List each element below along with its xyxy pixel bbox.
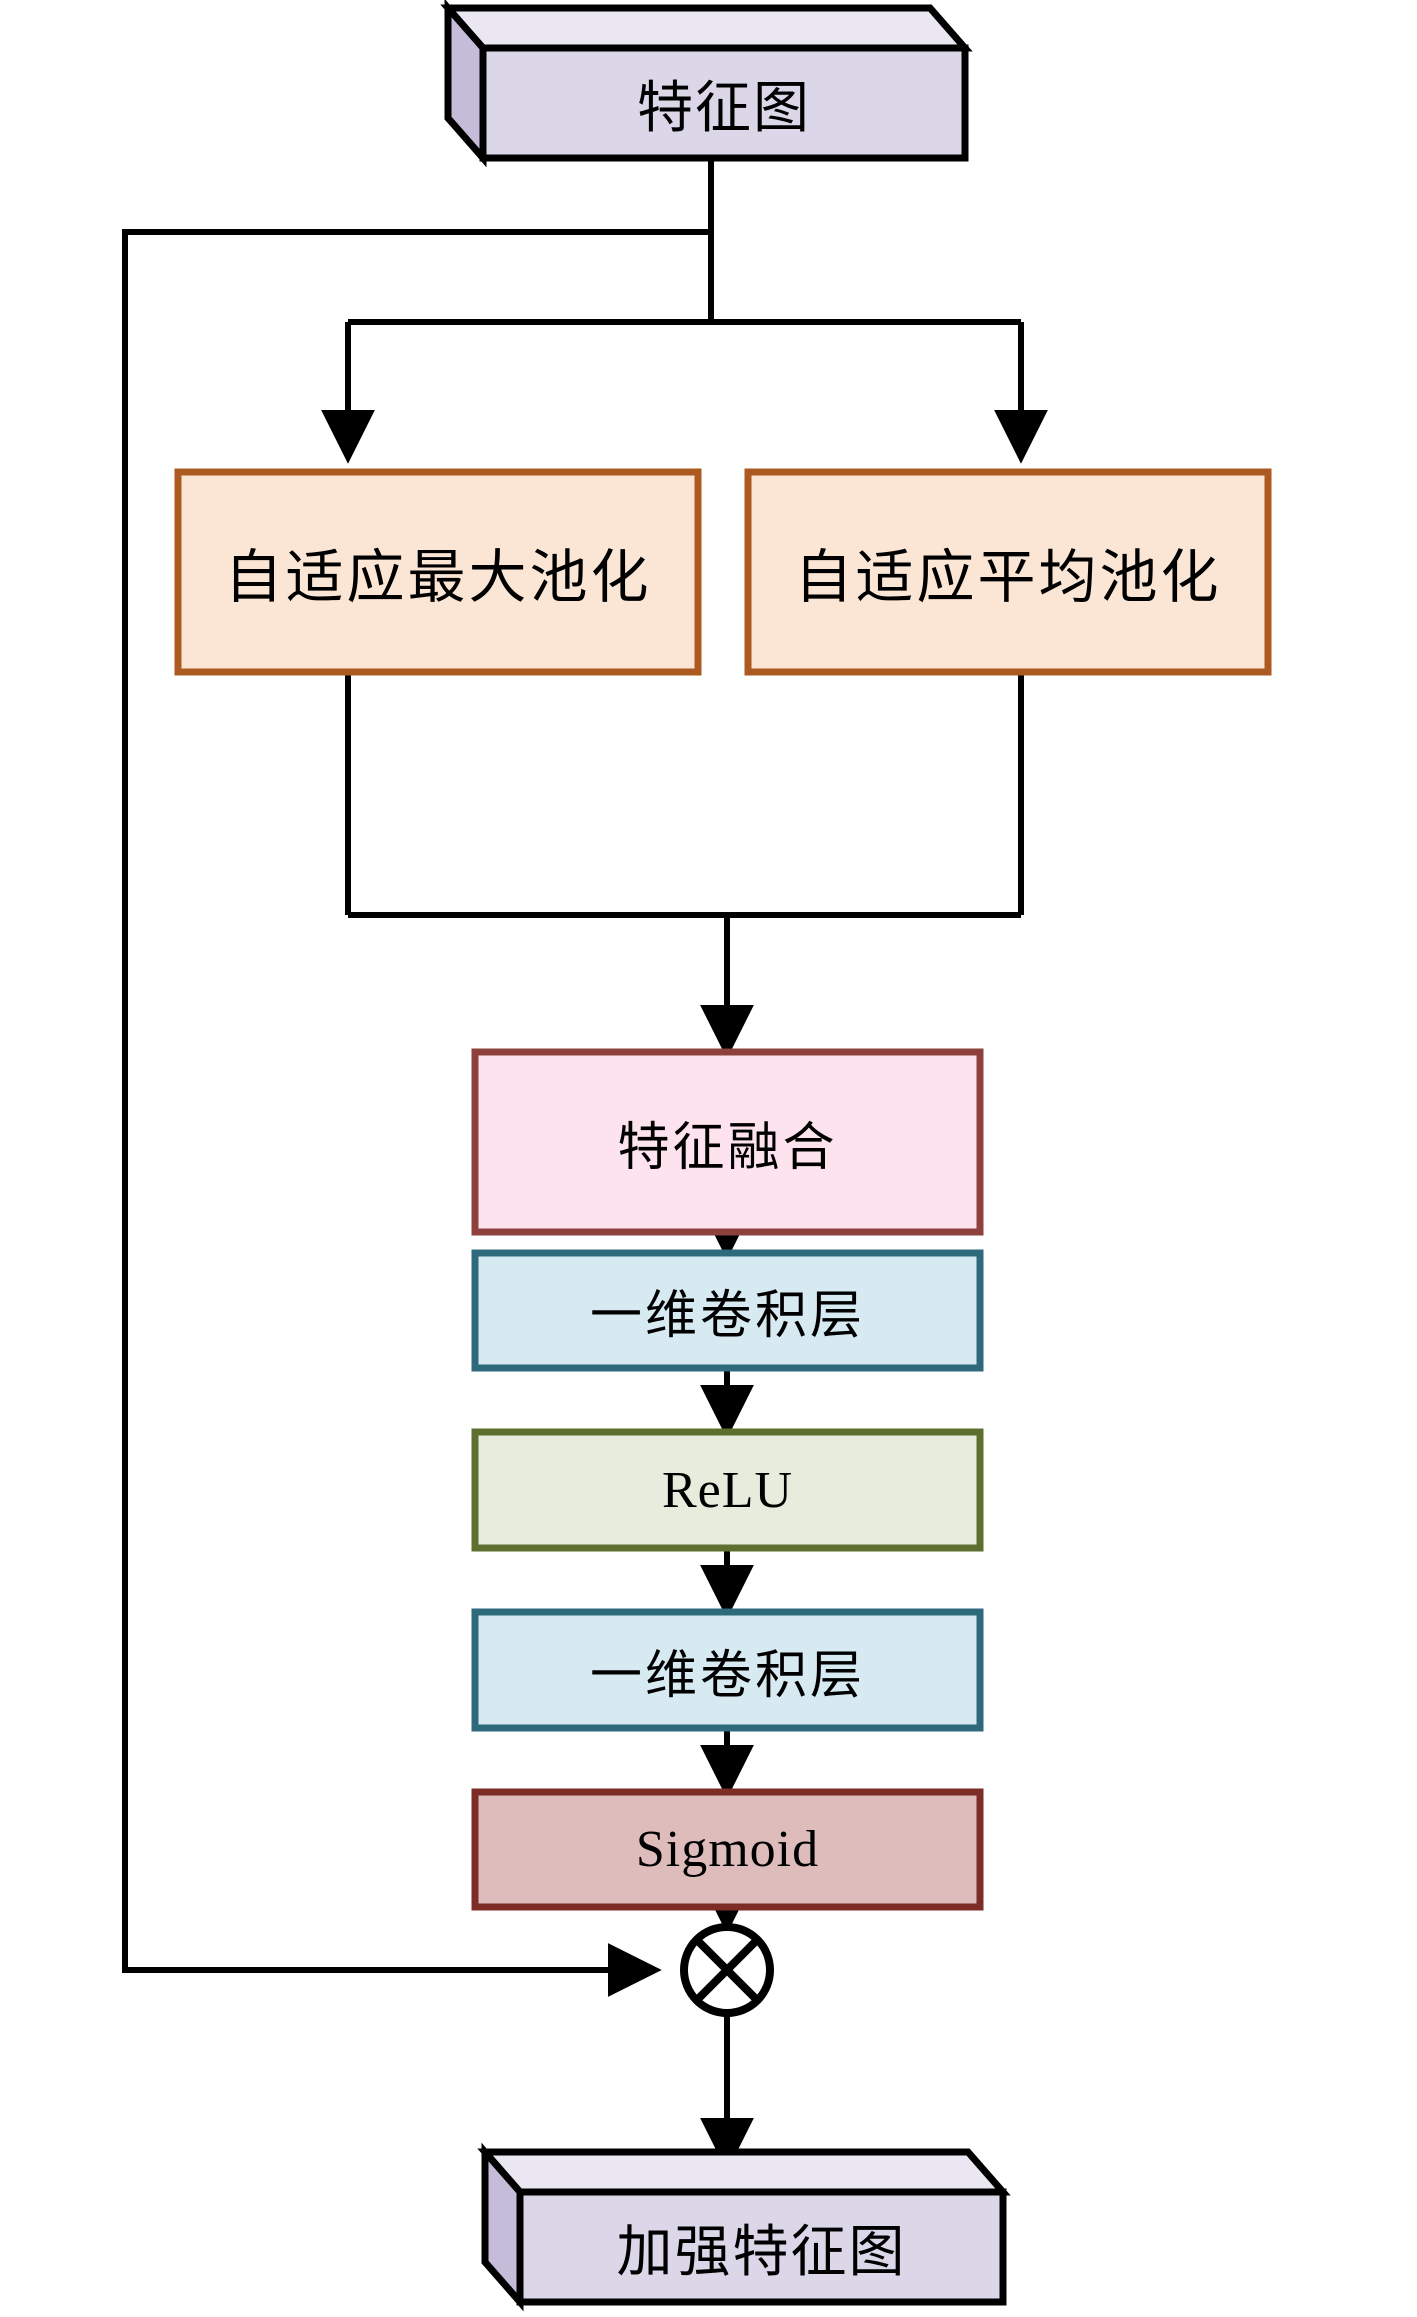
node-adaptive-avg-pool[interactable] — [744, 468, 1272, 676]
node-feature-fusion[interactable] — [471, 1048, 984, 1236]
edge-skip-connection — [122, 229, 711, 1997]
output-cube-top — [477, 2148, 1011, 2196]
multiply-cross-icon — [694, 1937, 760, 2003]
node-input-feature-map[interactable] — [440, 0, 973, 168]
node-conv1d-second[interactable] — [471, 1608, 984, 1732]
output-cube-face — [516, 2188, 1007, 2306]
node-multiply[interactable] — [680, 1923, 774, 2017]
node-output-feature-map[interactable] — [477, 2142, 1011, 2312]
input-cube-face — [479, 44, 969, 162]
node-relu[interactable] — [471, 1428, 984, 1552]
input-cube-top — [440, 4, 973, 52]
node-adaptive-max-pool[interactable] — [174, 468, 702, 676]
node-sigmoid[interactable] — [471, 1788, 984, 1911]
node-conv1d-first[interactable] — [471, 1249, 984, 1372]
